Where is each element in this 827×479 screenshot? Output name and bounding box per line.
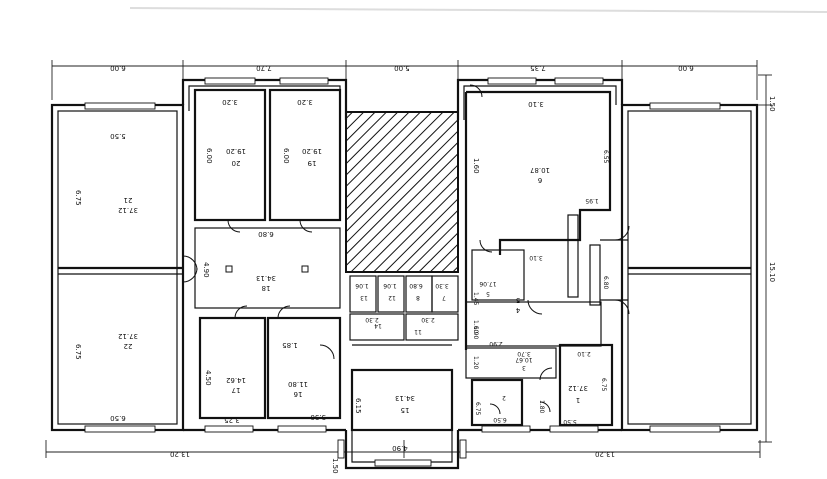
room-7-w: 3.10 <box>529 254 543 261</box>
room-17-num: 17 <box>232 386 241 394</box>
room-7-num: 5 <box>486 290 490 297</box>
room-12-w: 1.06 <box>383 282 397 289</box>
room-21-num: 21 <box>124 196 133 204</box>
room-22-area: 37.12 <box>118 332 138 340</box>
room-21-area: 37.12 <box>118 206 138 214</box>
room-16-w: 1.85 <box>282 341 298 349</box>
dim-top-4: 7.35 <box>530 64 546 72</box>
room-17-area: 14.62 <box>226 376 246 384</box>
room-20-h: 6.00 <box>205 148 213 164</box>
room-6-h: 1.90 <box>472 326 479 340</box>
room-8-area: 10.87 <box>530 166 550 174</box>
room-4-w: 6.50 <box>493 416 507 423</box>
room-3-h: 6.75 <box>600 378 607 392</box>
room-6-w: 2.90 <box>489 340 503 347</box>
room-14-num: 14 <box>374 322 382 329</box>
dim-top-3: 5.00 <box>394 64 410 72</box>
room-10-w: 6.80 <box>409 282 423 289</box>
interior-walls-right <box>464 90 751 427</box>
room-6-area: 5 <box>516 296 520 304</box>
room-3-area: 37.12 <box>568 384 588 392</box>
room-13-num: 13 <box>360 294 368 301</box>
dim-bottom-center: 4.90 <box>392 444 408 452</box>
room-19-area: 19.20 <box>302 147 322 155</box>
room-22-w: 6.50 <box>110 414 126 422</box>
dim-bottom-1: 13.20 <box>170 450 190 458</box>
room-16-area: 11.80 <box>288 380 308 388</box>
dim-690: 6.80 <box>602 276 609 290</box>
interior-walls-center <box>349 275 459 432</box>
room-17-w: 3.25 <box>224 416 240 424</box>
bottom-dimension-line: 13.20 13.20 4.90 1.50 <box>45 440 761 474</box>
windows <box>84 77 721 467</box>
room-22-h: 6.75 <box>74 344 82 360</box>
room-3-w: 5.50 <box>563 418 577 425</box>
room-8-h: 1.60 <box>472 158 480 174</box>
dim-655: 6.55 <box>602 150 609 164</box>
interior-walls-left <box>58 88 459 420</box>
dim-120: 1.20 <box>472 356 479 370</box>
room-8-w: 3.10 <box>528 100 544 108</box>
room-10-num: 8 <box>416 294 420 301</box>
room-4-h: 6.75 <box>474 402 481 416</box>
dim-right-total: 15.10 <box>768 262 776 282</box>
room-19-w: 3.20 <box>297 98 313 106</box>
room-20-area: 19.20 <box>226 147 246 155</box>
room-9-num: 7 <box>442 294 446 301</box>
room-13-w: 1.06 <box>355 282 369 289</box>
dim-top-5: 6.00 <box>678 64 694 72</box>
room-15-h: 6.15 <box>354 398 362 414</box>
top-dimension-line: 6.00 7.70 5.00 7.35 6.00 <box>51 60 758 100</box>
room-16-h: 3.30 <box>310 413 326 421</box>
dim-bottom-small: 1.50 <box>331 458 339 474</box>
room-15-area: 34.13 <box>395 394 415 402</box>
room-11-num: 11 <box>414 328 422 335</box>
room-3-num: 1 <box>576 396 580 404</box>
room-7-area: 17.06 <box>479 280 496 287</box>
room-21-h: 6.75 <box>74 190 82 206</box>
dim-160: 1.60 <box>472 320 479 334</box>
room-labels: 21 37.12 5.50 6.75 22 37.12 6.50 6.75 20… <box>74 98 607 425</box>
room-5-num: 3 <box>522 364 526 371</box>
room-18-num: 18 <box>262 284 271 292</box>
dim-bottom-2: 13.20 <box>595 450 615 458</box>
room-20-w: 3.20 <box>222 98 238 106</box>
dim-145: 1.45 <box>472 292 479 306</box>
room-17-h: 4.50 <box>204 370 212 386</box>
room-18-h: 4.90 <box>202 262 210 278</box>
room-12-num: 12 <box>388 294 396 301</box>
room-20-num: 20 <box>232 159 241 167</box>
room-22-num: 22 <box>124 342 133 350</box>
room-5-area: 10.67 <box>515 356 532 363</box>
dim-195: 1.95 <box>585 197 599 204</box>
dim-top-2: 7.70 <box>256 64 272 72</box>
room-8-num: 6 <box>537 176 542 184</box>
room-19-h: 6.00 <box>282 148 290 164</box>
room-9-w: 3.30 <box>435 282 449 289</box>
room-19-num: 19 <box>308 159 317 167</box>
dim-180: 1.80 <box>538 400 545 414</box>
room-6-num: 4 <box>515 306 520 314</box>
room-4-num: 2 <box>502 394 506 401</box>
misc-dimension-labels: 1.95 6.55 6.80 2.10 1.20 1.80 1.60 1.45 <box>472 150 609 414</box>
right-dimension-line: 1.50 15.10 <box>758 74 776 443</box>
columns <box>225 265 309 273</box>
room-18-w: 6.80 <box>258 230 274 238</box>
room-18-area: 34.13 <box>256 274 276 282</box>
room-5-w: 3.70 <box>517 350 531 357</box>
dim-right-top: 1.50 <box>768 96 776 112</box>
room-15-num: 15 <box>401 406 410 414</box>
doors <box>182 84 630 415</box>
room-14-w: 2.30 <box>365 316 379 323</box>
dim-210: 2.10 <box>577 350 591 357</box>
dim-top-1: 6.00 <box>110 64 126 72</box>
room-21-w: 5.50 <box>110 132 126 140</box>
room-11-w: 2.30 <box>421 316 435 323</box>
room-16-num: 16 <box>293 390 302 398</box>
